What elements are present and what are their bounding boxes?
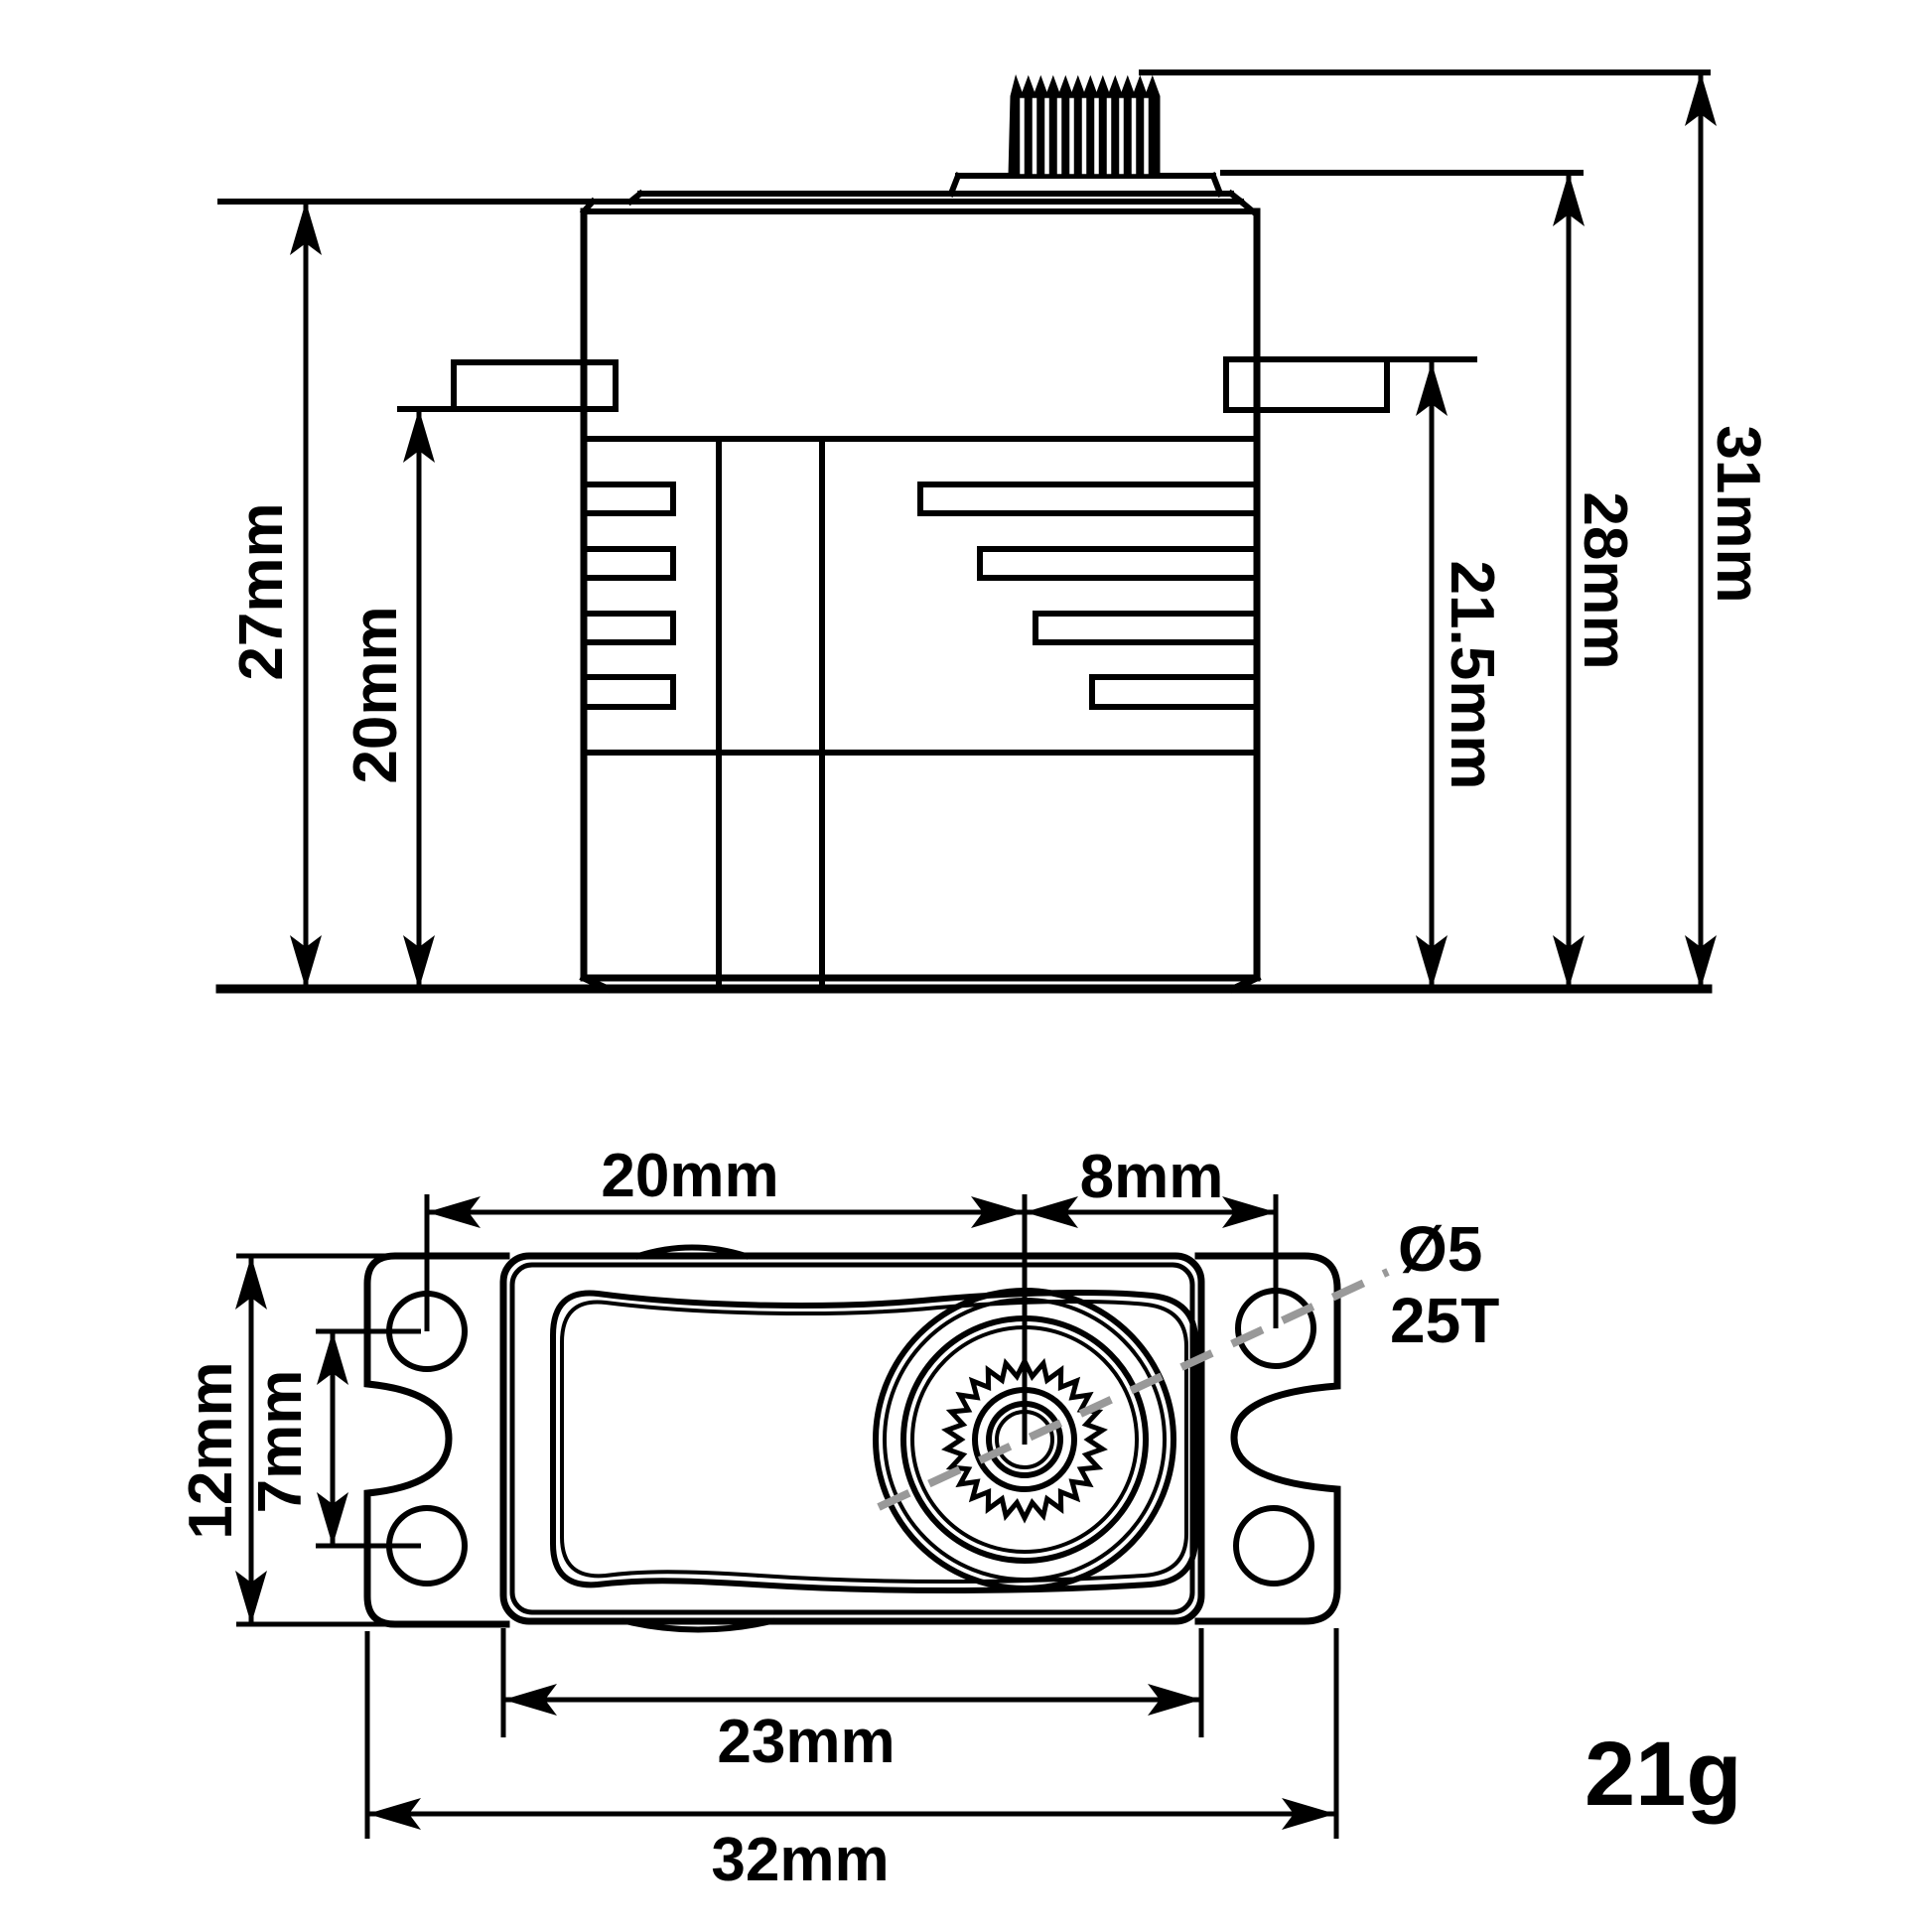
spline-annotation: Ø5 25T — [1390, 1213, 1499, 1356]
gasket-inner — [560, 1299, 1188, 1585]
spline-teeth-ring — [941, 1355, 1108, 1524]
dim-label-8mm: 8mm — [1080, 1143, 1224, 1211]
case-top-bump — [634, 1244, 750, 1260]
dim-top-32mm: 32mm — [364, 1628, 1339, 1894]
right-flange-outline — [1194, 1252, 1341, 1625]
left-flange-outline — [363, 1252, 510, 1628]
body-seam-lines — [581, 436, 1260, 992]
right-mount-tab — [1223, 356, 1477, 413]
spline-gear-grooves — [1020, 97, 1149, 175]
dim-label-27mm: 27mm — [227, 502, 296, 680]
dim-label-23mm: 23mm — [717, 1708, 895, 1776]
dim-top-12mm: 12mm — [177, 1253, 397, 1627]
reference-lines — [1139, 69, 1711, 176]
dim-label-20mm-side: 20mm — [342, 606, 410, 783]
dim-side-27mm: 27mm — [227, 202, 322, 989]
dim-top-8mm: 8mm — [1025, 1143, 1279, 1328]
dim-label-21-5mm: 21.5mm — [1438, 561, 1506, 790]
vent-slots-left — [581, 482, 676, 710]
spline-centerline-dashed — [877, 1268, 1390, 1511]
spline-diameter-label: Ø5 — [1398, 1213, 1482, 1285]
dim-side-20mm: 20mm — [342, 409, 435, 989]
dim-top-20mm: 20mm — [424, 1142, 1028, 1445]
servo-body-outline — [579, 207, 1262, 994]
left-mount-tab — [397, 359, 619, 412]
gasket-outer — [550, 1290, 1198, 1594]
dim-label-7mm: 7mm — [246, 1370, 315, 1514]
case-outer — [499, 1252, 1205, 1625]
dim-label-32mm: 32mm — [711, 1826, 889, 1894]
side-view — [215, 69, 1713, 994]
dim-side-28mm: 28mm — [1553, 173, 1639, 989]
right-flange-hole-bottom — [1233, 1505, 1314, 1587]
vent-slots-right — [917, 482, 1260, 710]
dim-top-7mm: 7mm — [246, 1328, 421, 1549]
weight-label: 21g — [1585, 1724, 1742, 1825]
dim-side-31mm: 31mm — [1685, 72, 1772, 989]
dim-label-28mm: 28mm — [1571, 491, 1639, 669]
dim-label-20mm-top: 20mm — [601, 1142, 778, 1210]
dim-top-23mm: 23mm — [500, 1628, 1204, 1776]
case-bottom-bump — [621, 1617, 775, 1633]
spline-gear-side — [1008, 73, 1161, 178]
dim-side-21-5mm: 21.5mm — [1416, 362, 1506, 989]
dim-label-31mm: 31mm — [1704, 425, 1772, 603]
spline-teeth-count-label: 25T — [1390, 1285, 1499, 1356]
dim-label-12mm: 12mm — [177, 1361, 245, 1539]
